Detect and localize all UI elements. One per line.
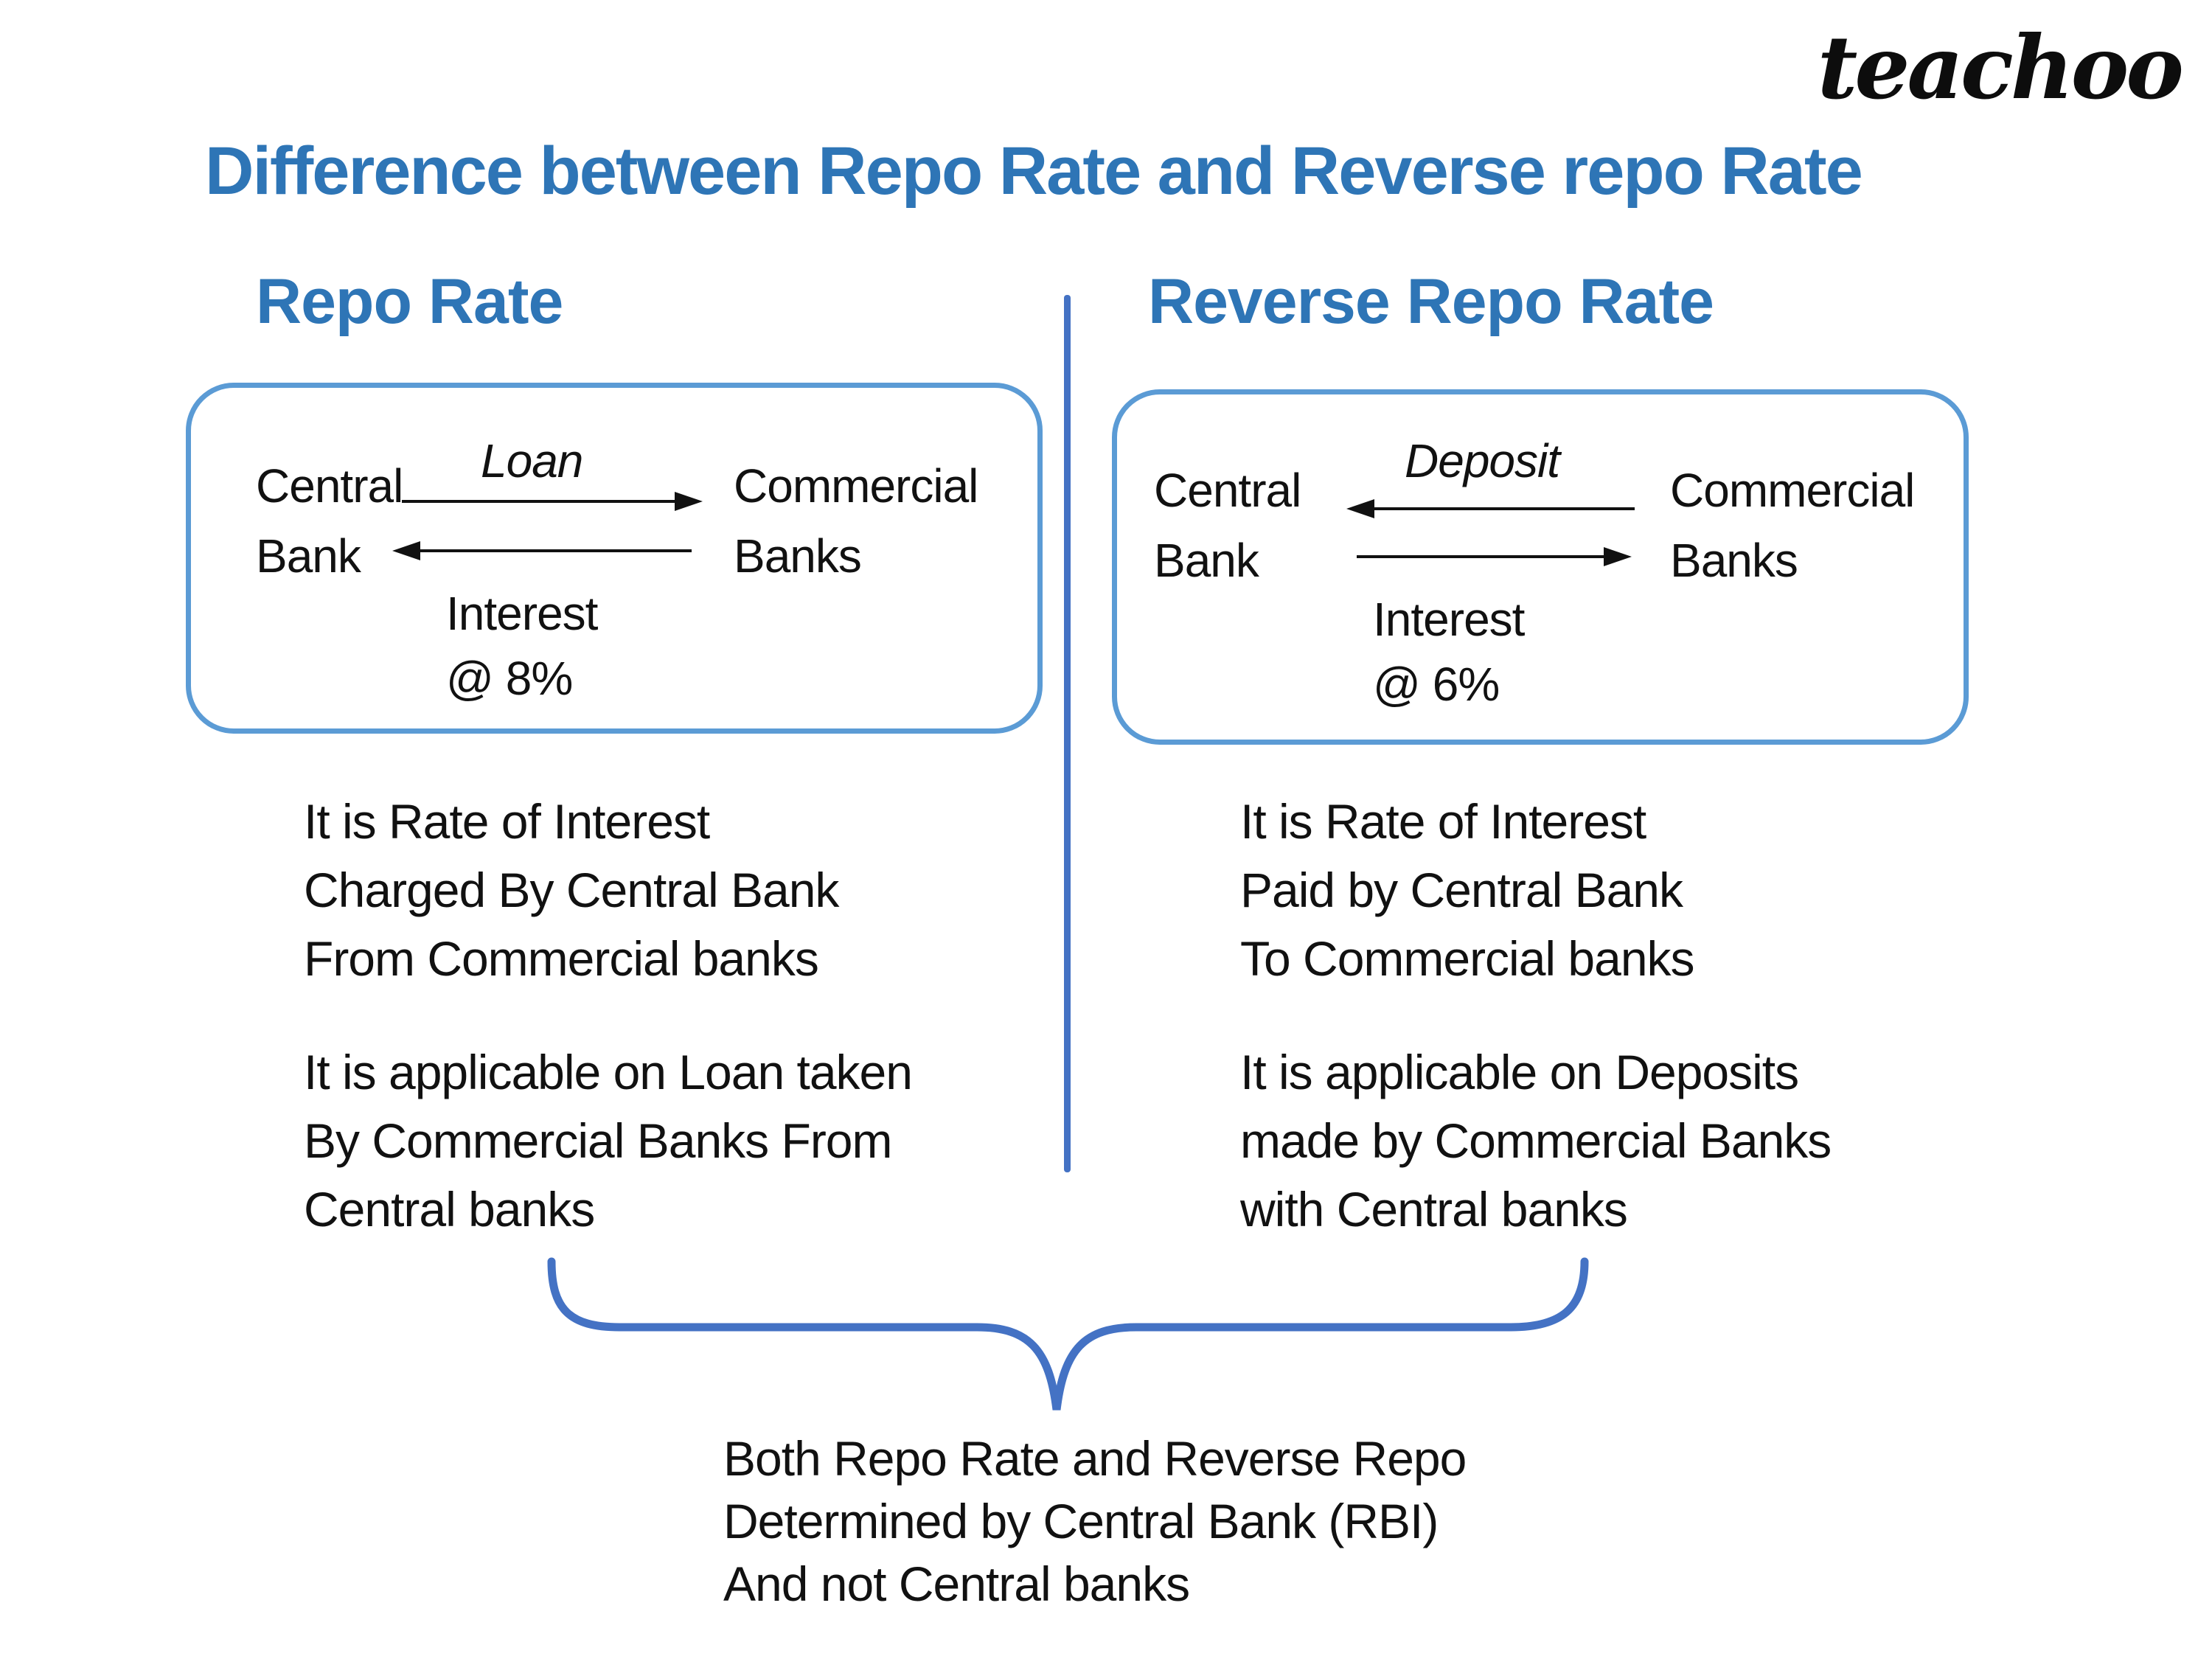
repo-applicability-paragraph: It is applicable on Loan taken By Commer… (304, 1045, 913, 1237)
repo-rate-flow-box (186, 383, 1043, 734)
left-interest-arrow-icon (392, 541, 692, 560)
left-central-bank-label: Central Bank (256, 459, 403, 582)
deposit-arrow-icon (1346, 499, 1635, 518)
loan-arrow-icon (402, 492, 703, 511)
right-interest-label: Interest @ 6% (1373, 593, 1525, 711)
deposit-label: Deposit (1405, 434, 1560, 487)
right-interest-arrow-icon (1357, 547, 1632, 566)
reverse-repo-definition-paragraph: It is Rate of Interest Paid by Central B… (1240, 794, 1695, 986)
brace-connector (547, 1257, 1589, 1411)
reverse-repo-applicability-paragraph: It is applicable on Deposits made by Com… (1240, 1045, 1832, 1237)
column-divider (1064, 295, 1071, 1172)
page-title: Difference between Repo Rate and Reverse… (205, 133, 1863, 209)
loan-label: Loan (481, 434, 583, 487)
reverse-repo-rate-header: Reverse Repo Rate (1148, 266, 1714, 337)
teachoo-logo: teachoo (1817, 16, 2184, 119)
reverse-repo-rate-flow-box (1112, 389, 1969, 745)
both-rates-note: Both Repo Rate and Reverse Repo Determin… (723, 1431, 1467, 1611)
repo-definition-paragraph: It is Rate of Interest Charged By Centra… (304, 794, 839, 986)
right-central-bank-label: Central Bank (1154, 464, 1301, 587)
left-interest-label: Interest @ 8% (446, 587, 598, 705)
left-commercial-banks-label: Commercial Banks (734, 459, 978, 582)
repo-rate-header: Repo Rate (256, 266, 563, 337)
right-commercial-banks-label: Commercial Banks (1670, 464, 1915, 587)
